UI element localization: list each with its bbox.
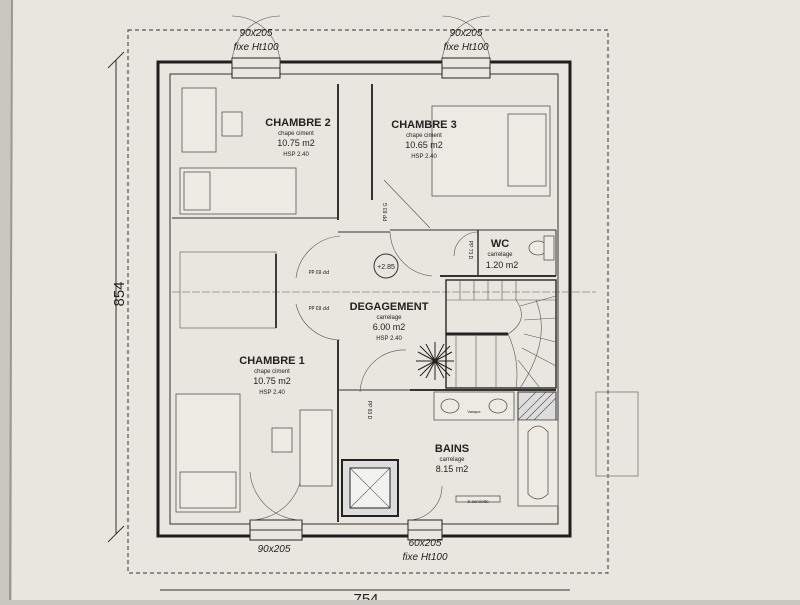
- paper-sheet: [12, 0, 800, 600]
- page-fold: [9, 0, 13, 601]
- window-top-left-size: 90x205: [240, 28, 273, 39]
- dimension-height-label: 854: [111, 281, 128, 306]
- window-bottom-right-size: 60x205: [409, 538, 442, 549]
- pillow-ch2: [183, 171, 211, 211]
- exterior-wall-outer: [156, 60, 572, 538]
- room-area-degagement: 6.00 m2: [373, 322, 406, 332]
- chair-ch1: [271, 427, 293, 453]
- door-tag-ch1: PP 83 D: [366, 401, 372, 420]
- room-name-chambre2: CHAMBRE 2: [265, 117, 330, 129]
- window-bottom-left-size: 90x205: [258, 544, 291, 555]
- room-finish-chambre3: chape ciment: [406, 133, 442, 139]
- room-name-wc: WC: [491, 238, 509, 250]
- room-area-wc: 1.20 m2: [486, 260, 519, 270]
- vasque-label: Vasque: [467, 409, 481, 414]
- room-finish-chambre1: chape ciment: [254, 369, 290, 375]
- room-area-chambre3: 10.65 m2: [405, 140, 443, 150]
- room-finish-chambre2: chape ciment: [278, 131, 314, 137]
- bathtub-basin: [527, 425, 549, 500]
- room-finish-wc: carrelage: [487, 252, 513, 258]
- door-swing-wc: [453, 231, 479, 257]
- pillow-ch1: [179, 471, 237, 509]
- light-fixture-icon: [416, 342, 454, 380]
- door-tag-wc: PP 73 D: [467, 241, 473, 260]
- room-name-chambre3: CHAMBRE 3: [391, 119, 456, 131]
- desk-ch2: [181, 87, 217, 153]
- room-height-chambre3: HSP 2.40: [411, 154, 437, 160]
- door-swing-ch2: [295, 235, 341, 279]
- towel-rail: [455, 495, 501, 503]
- room-area-chambre1: 10.75 m2: [253, 376, 291, 386]
- door-tag-ch1-side: PP 83 dd: [309, 304, 330, 310]
- door-tag-ch2-side: PP 83 dd: [309, 268, 330, 274]
- door-swing-bains: [359, 349, 407, 393]
- room-name-chambre1: CHAMBRE 1: [239, 355, 304, 367]
- room-name-bains: BAINS: [435, 443, 469, 455]
- sink-right-icon: [488, 398, 508, 414]
- window-bottom-right-note: fixe Ht100: [402, 552, 447, 563]
- window-top-left-note: fixe Ht100: [233, 42, 278, 53]
- room-height-chambre1: HSP 2.40: [259, 390, 285, 396]
- window-top-right-size: 90x205: [450, 28, 483, 39]
- level-mark: +2.85: [377, 264, 395, 271]
- roof-outline: [127, 29, 609, 574]
- room-height-chambre2: HSP 2.40: [283, 152, 309, 158]
- door-swing-degagement: [389, 231, 433, 277]
- room-finish-bains: carrelage: [439, 457, 465, 463]
- staircase: [445, 279, 557, 389]
- exterior-feature: [595, 391, 639, 477]
- room-height-degagement: HSP 2.40: [376, 336, 402, 342]
- serviette-label: S.serviette: [467, 499, 489, 504]
- chair-ch2: [221, 111, 243, 137]
- hatched-duct: [517, 391, 557, 421]
- storage: [179, 251, 277, 329]
- desk-ch1: [299, 409, 333, 487]
- room-name-degagement: DEGAGEMENT: [350, 301, 429, 313]
- door-tag-ch2: PP 83 G: [383, 202, 389, 221]
- level-mark-circle: [373, 253, 399, 279]
- exterior-wall-inner: [169, 73, 559, 525]
- room-area-bains: 8.15 m2: [436, 464, 469, 474]
- room-finish-degagement: carrelage: [376, 315, 402, 321]
- room-area-chambre2: 10.75 m2: [277, 138, 315, 148]
- sink-left-icon: [440, 398, 460, 414]
- dimension-width-label: 754: [353, 591, 378, 600]
- pillow-ch3: [507, 113, 547, 187]
- window-top-right-note: fixe Ht100: [443, 42, 488, 53]
- door-swing-ch1: [295, 303, 341, 341]
